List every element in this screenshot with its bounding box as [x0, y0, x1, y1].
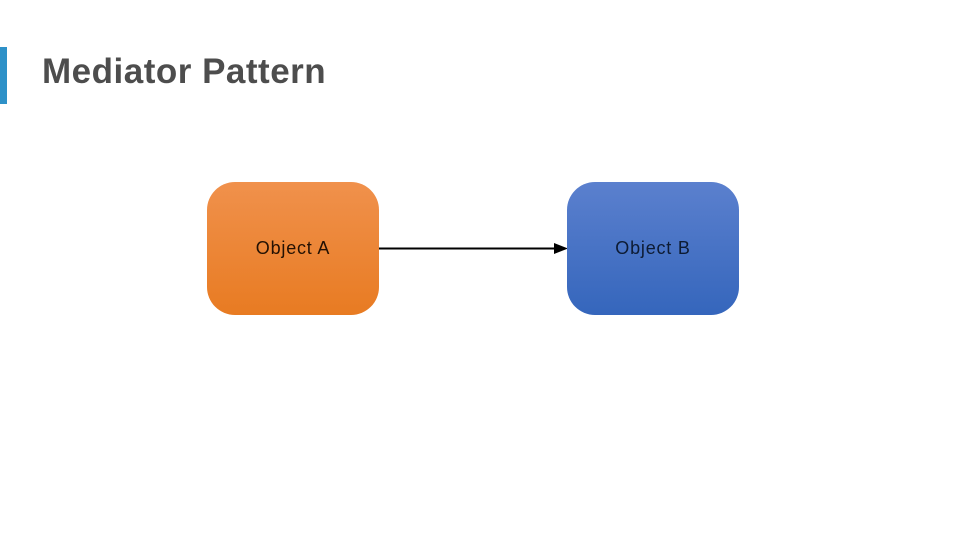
node-object-a: Object A	[207, 182, 379, 315]
arrow-head	[554, 243, 568, 254]
title-accent-bar	[0, 47, 7, 104]
node-object-b: Object B	[567, 182, 739, 315]
node-object-b-label: Object B	[615, 238, 691, 258]
node-object-a-label: Object A	[255, 238, 331, 258]
page-title: Mediator Pattern	[42, 52, 327, 91]
arrow-connector	[379, 243, 568, 254]
